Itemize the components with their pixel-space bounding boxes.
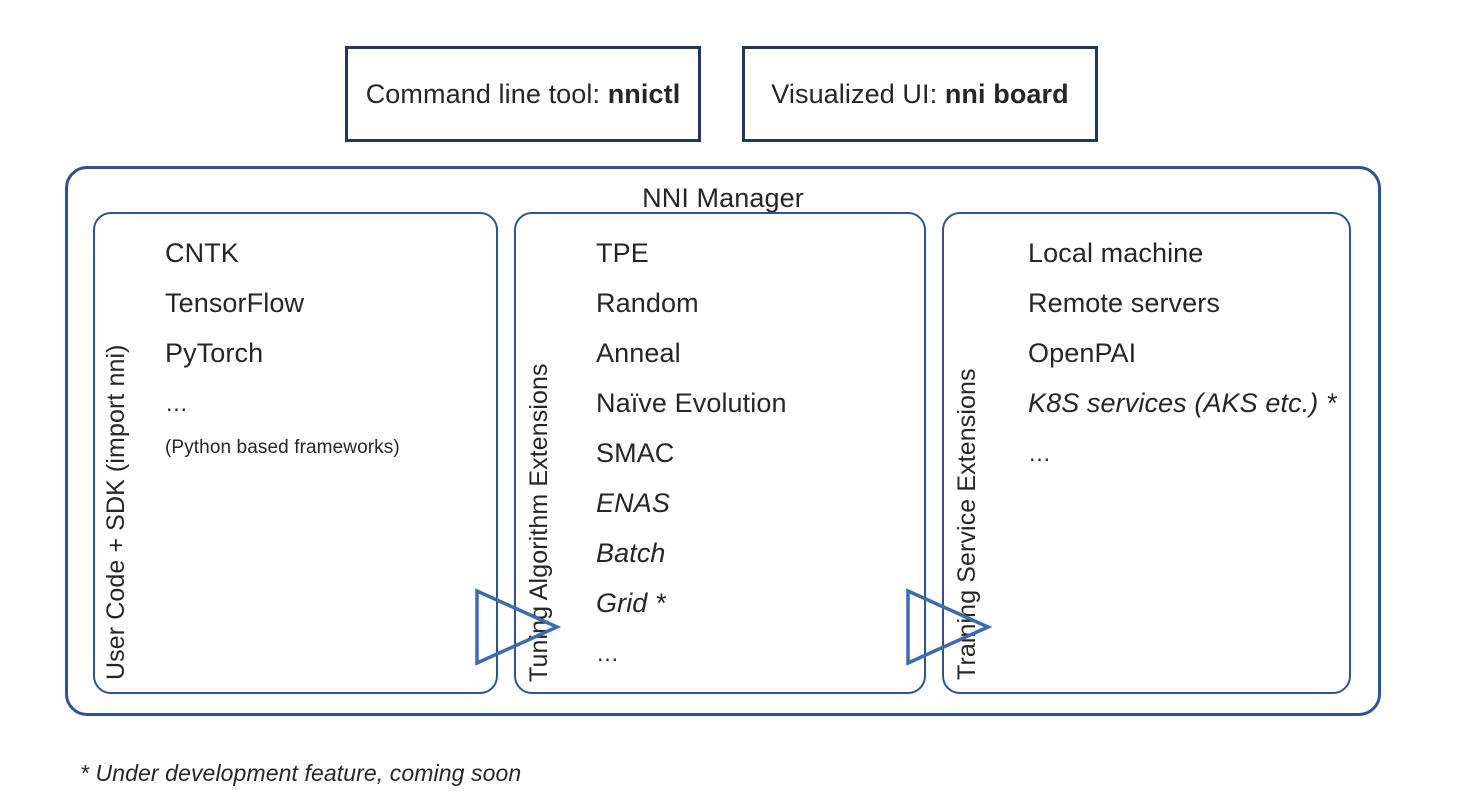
panel-user-code-sdk-vertical-label: User Code + SDK (import nni) xyxy=(102,344,130,680)
list-item: Anneal xyxy=(596,338,681,368)
list-item: … xyxy=(165,390,189,416)
list-item: Local machine xyxy=(1028,238,1204,268)
list-item: Grid * xyxy=(596,588,666,618)
list-item: Batch xyxy=(596,538,666,568)
visualized-ui-label: Visualized UI: nni board xyxy=(771,79,1068,110)
list-item: OpenPAI xyxy=(1028,338,1137,368)
command-line-tool-label: Command line tool: nnictl xyxy=(366,79,681,110)
visualized-ui-emphasis: nni board xyxy=(944,78,1069,109)
list-item: Random xyxy=(596,288,699,318)
command-line-tool-box: Command line tool: nnictl xyxy=(345,46,701,142)
list-item: TPE xyxy=(596,238,649,268)
panel-training-service-extensions: Training Service Extensions Local machin… xyxy=(942,212,1351,694)
arrow-user-to-tuning-icon xyxy=(475,588,562,666)
panel-training-service-extensions-list: Local machine Remote servers OpenPAI K8S… xyxy=(1028,228,1349,478)
visualized-ui-prefix: Visualized UI: xyxy=(771,78,945,109)
list-item: (Python based frameworks) xyxy=(165,437,400,458)
list-item: PyTorch xyxy=(165,338,264,368)
panel-user-code-sdk: User Code + SDK (import nni) CNTK Tensor… xyxy=(93,212,498,694)
panel-tuning-algorithm-extensions: Tuning Algorithm Extensions TPE Random A… xyxy=(514,212,926,694)
list-item: CNTK xyxy=(165,238,239,268)
command-line-tool-prefix: Command line tool: xyxy=(365,78,608,109)
list-item: Remote servers xyxy=(1028,288,1220,318)
visualized-ui-box: Visualized UI: nni board xyxy=(742,46,1098,142)
footnote-under-development: * Under development feature, coming soon xyxy=(80,760,522,786)
command-line-tool-emphasis: nnictl xyxy=(607,78,681,109)
panel-user-code-sdk-list: CNTK TensorFlow PyTorch … (Python based … xyxy=(165,228,496,468)
list-item: ENAS xyxy=(596,488,670,518)
list-item: … xyxy=(1028,440,1052,466)
list-item: TensorFlow xyxy=(165,288,305,318)
arrow-tuning-to-training-icon xyxy=(906,588,993,666)
list-item: K8S services (AKS etc.) * xyxy=(1028,388,1337,418)
list-item: Naïve Evolution xyxy=(596,388,787,418)
list-item: … xyxy=(596,640,620,666)
panel-tuning-algorithm-extensions-list: TPE Random Anneal Naïve Evolution SMAC E… xyxy=(596,228,924,678)
nni-manager-title: NNI Manager xyxy=(642,183,804,213)
list-item: SMAC xyxy=(596,438,675,468)
